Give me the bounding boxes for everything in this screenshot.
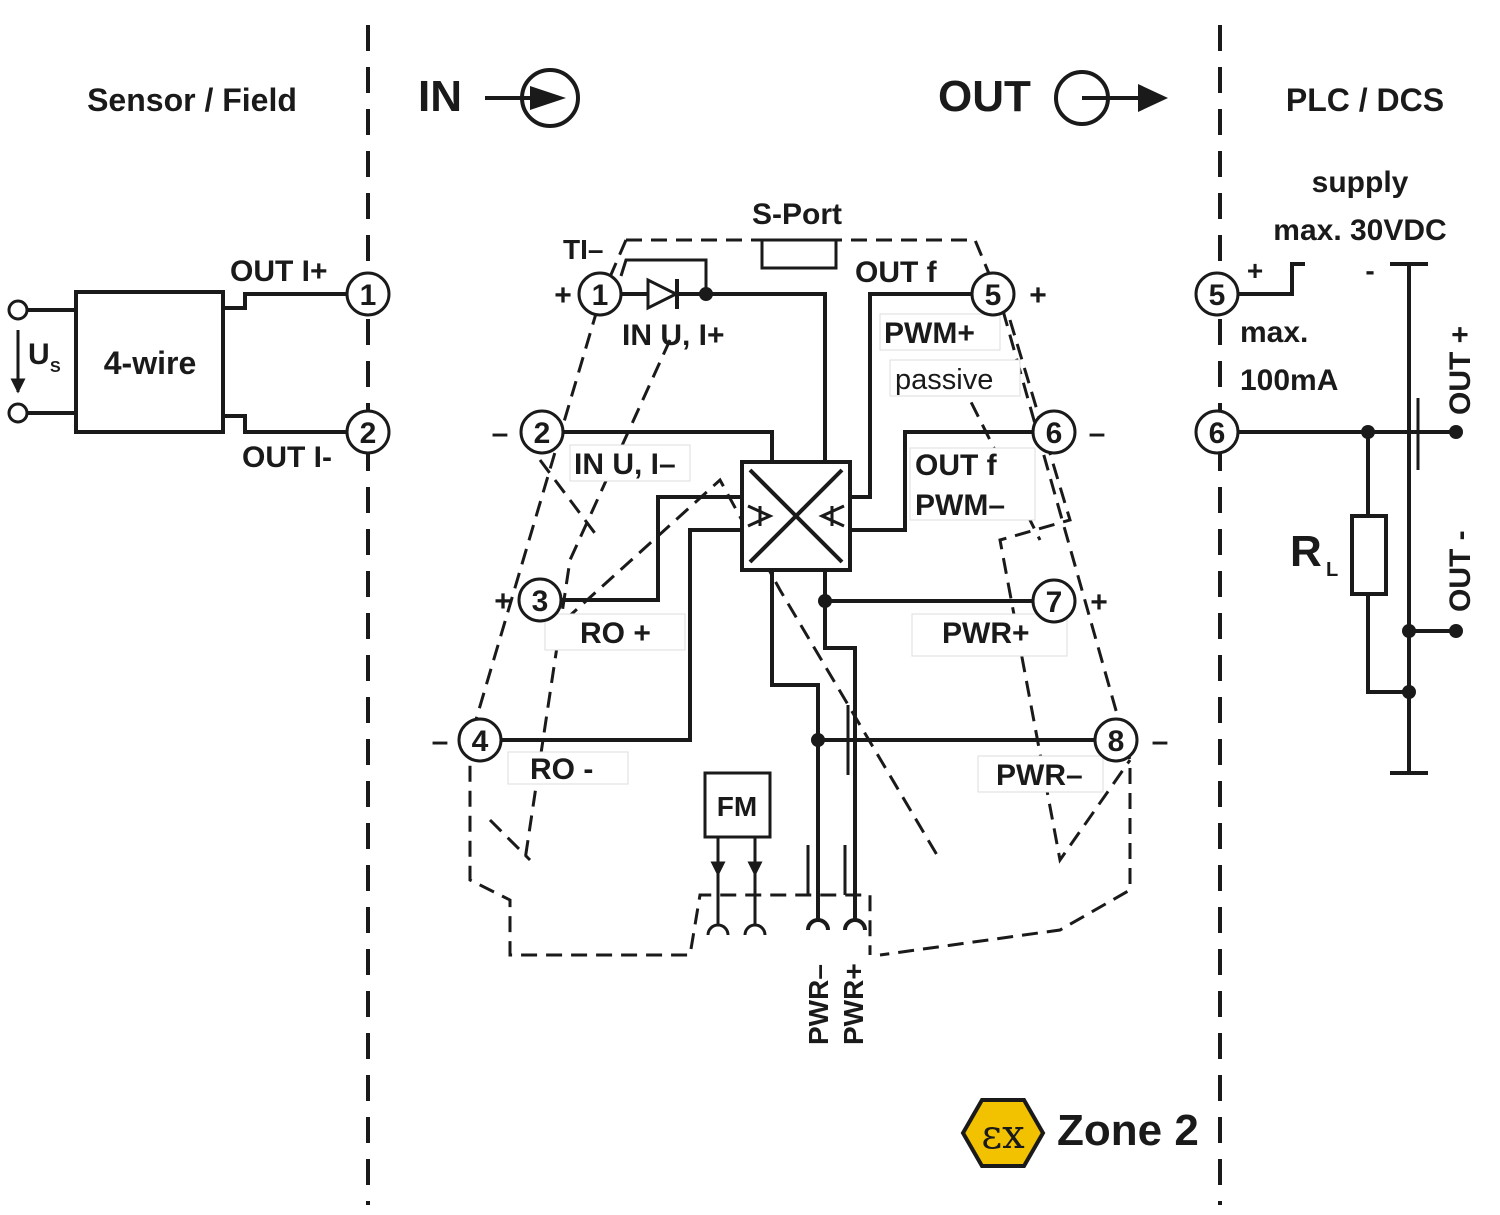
in-arrow-icon xyxy=(485,68,580,128)
plc-terminal-6: 6 xyxy=(1194,409,1240,455)
module-terminal-1: 1 + xyxy=(554,271,623,317)
load-resistor xyxy=(1350,514,1388,596)
label-pwm-plus: PWM+ xyxy=(884,317,975,350)
ex-hexagon-icon xyxy=(960,1098,1046,1168)
four-wire-label: 4-wire xyxy=(104,345,196,381)
sensor-out-iplus-label: OUT I+ xyxy=(230,255,328,288)
module-terminal-2: 2 – xyxy=(492,409,565,455)
heading-sensor-field: Sensor / Field xyxy=(87,82,297,118)
plc-current-max-label: max. xyxy=(1240,316,1308,349)
ti-minus-label: TI– xyxy=(563,234,603,265)
sensor-out-iminus-label: OUT I- xyxy=(242,441,332,474)
four-wire-device xyxy=(74,290,225,434)
heading-plc-dcs: PLC / DCS xyxy=(1286,82,1444,118)
svg-text:2: 2 xyxy=(360,417,377,450)
svg-text:1: 1 xyxy=(592,279,609,312)
s-port-label: S-Port xyxy=(752,198,842,231)
heading-in: IN xyxy=(418,72,462,121)
supply-symbol: U xyxy=(28,338,50,371)
fm-block xyxy=(703,771,772,839)
label-in-u-iminus: IN U, I– xyxy=(574,448,676,481)
svg-text:+: + xyxy=(1029,279,1047,312)
svg-text:5: 5 xyxy=(985,279,1002,312)
module-terminal-5: 5 + xyxy=(970,271,1047,317)
supply-subscript: S xyxy=(50,359,61,376)
label-pwm-minus: PWM– xyxy=(915,489,1005,522)
svg-text:4: 4 xyxy=(472,725,489,758)
module-terminal-3: 3 + xyxy=(494,577,563,623)
label-pwr-plus: PWR+ xyxy=(942,617,1030,650)
fm-label: FM xyxy=(717,791,757,822)
svg-text:1: 1 xyxy=(360,279,377,312)
heading-out: OUT xyxy=(938,72,1031,121)
svg-text:+: + xyxy=(1090,586,1108,619)
plc-section: supply max. 30VDC + - max. 100mA R L OUT… xyxy=(1194,166,1477,775)
plc-supply-max-label: max. 30VDC xyxy=(1273,214,1446,247)
svg-text:3: 3 xyxy=(532,585,549,618)
bus-pwr-minus-label: PWR– xyxy=(803,964,834,1045)
svg-text:8: 8 xyxy=(1108,725,1125,758)
zone-label: Zone 2 xyxy=(1057,1106,1199,1155)
sensor-terminal-2: 2 xyxy=(345,409,391,455)
module-terminal-6: 6 – xyxy=(1031,409,1106,455)
module-terminal-8: 8 – xyxy=(1093,717,1169,763)
plc-out-minus-label: OUT - xyxy=(1444,530,1477,612)
module-section: S-Port TI– IN U, I+ IN U, I– RO + RO xyxy=(432,198,1169,1045)
zone-2-badge: εx Zone 2 xyxy=(960,1098,1199,1168)
sensor-terminal-1: 1 xyxy=(345,271,391,317)
svg-text:5: 5 xyxy=(1209,279,1226,312)
module-terminal-4: 4 – xyxy=(432,717,503,763)
label-ro-minus: RO - xyxy=(530,753,593,786)
plc-terminal-5: 5 xyxy=(1194,271,1240,317)
rl-symbol: R xyxy=(1290,527,1322,576)
plc-out-plus-label: OUT + xyxy=(1444,326,1477,415)
plc-plus-label: + xyxy=(1247,255,1263,286)
rl-subscript: L xyxy=(1326,559,1338,581)
s-port[interactable] xyxy=(760,238,838,270)
diode-icon xyxy=(646,277,680,311)
label-ro-plus: RO + xyxy=(580,617,651,650)
sensor-section: U S 4-wire OUT I+ OUT I- 1 2 xyxy=(7,255,391,474)
plc-supply-label: supply xyxy=(1312,166,1409,199)
label-passive: passive xyxy=(895,364,993,396)
ex-mark: εx xyxy=(981,1112,1025,1158)
svg-text:6: 6 xyxy=(1209,417,1226,450)
label-out-f-top: OUT f xyxy=(855,256,938,289)
svg-text:–: – xyxy=(1089,417,1106,450)
label-in-u-iplus: IN U, I+ xyxy=(622,319,725,352)
isolator-block xyxy=(740,460,852,572)
svg-text:+: + xyxy=(494,585,512,618)
svg-text:–: – xyxy=(492,417,509,450)
svg-text:6: 6 xyxy=(1046,417,1063,450)
module-housing-outline xyxy=(626,238,1132,957)
plc-current-value-label: 100mA xyxy=(1240,364,1338,397)
out-arrow-icon xyxy=(1054,70,1168,126)
label-pwr-minus: PWR– xyxy=(996,759,1083,792)
svg-text:7: 7 xyxy=(1046,586,1063,619)
svg-text:2: 2 xyxy=(534,417,551,450)
svg-text:–: – xyxy=(1152,725,1169,758)
plc-minus-label: - xyxy=(1365,255,1374,286)
module-terminal-7: 7 + xyxy=(1031,578,1108,624)
svg-text:–: – xyxy=(432,725,449,758)
bus-pwr-plus-label: PWR+ xyxy=(838,963,869,1045)
label-out-f-mid: OUT f xyxy=(915,449,998,482)
svg-text:+: + xyxy=(554,279,572,312)
